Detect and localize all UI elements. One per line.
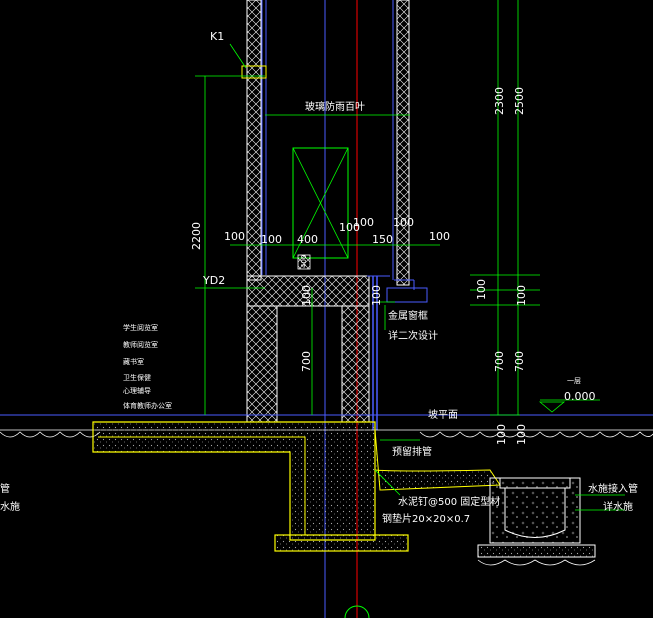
dim-700b: 700 bbox=[493, 351, 506, 372]
label-water-detail: 详水施 bbox=[603, 500, 633, 513]
dim-100k: 100 bbox=[495, 424, 508, 445]
room-2: 教师阅览室 bbox=[123, 340, 158, 349]
dim-100e: 100 bbox=[393, 216, 414, 229]
room-6: 体育教师办公室 bbox=[123, 401, 172, 410]
dim-2300: 2300 bbox=[493, 87, 506, 115]
label-slope: 坡平面 bbox=[428, 408, 458, 421]
label-drain-pipe: 预留排管 bbox=[392, 445, 432, 458]
label-second-design: 详二次设计 bbox=[388, 329, 438, 342]
mark-yd2: YD2 bbox=[202, 274, 225, 287]
room-5: 心理辅导 bbox=[123, 386, 151, 395]
dim-150: 150 bbox=[372, 233, 393, 246]
dim-700a: 700 bbox=[300, 351, 313, 372]
dim-100l: 100 bbox=[515, 424, 528, 445]
mark-k1: K1 bbox=[210, 30, 224, 43]
lower-wall bbox=[246, 275, 390, 430]
dim-100f: 100 bbox=[429, 230, 450, 243]
label-left-pipe: 管 bbox=[0, 482, 10, 495]
label-left-detail: 水施 bbox=[0, 500, 20, 513]
foundation bbox=[92, 421, 501, 552]
label-glass-louver: 玻璃防雨百叶 bbox=[305, 100, 365, 113]
room-3: 藏书室 bbox=[123, 357, 144, 366]
dim-100i: 100 bbox=[475, 279, 488, 300]
room-1: 学生阅览室 bbox=[123, 323, 158, 332]
dim-100a: 100 bbox=[224, 230, 245, 243]
room-4: 卫生保健 bbox=[123, 373, 151, 382]
dim-100c: 100 bbox=[353, 216, 374, 229]
upper-wall bbox=[229, 0, 267, 281]
dimension-lines bbox=[195, 0, 625, 511]
dim-2500: 2500 bbox=[513, 87, 526, 115]
louver-box bbox=[292, 147, 349, 270]
drain-trench bbox=[477, 477, 596, 566]
dim-100h: 100 bbox=[370, 285, 383, 306]
label-nail: 水泥钉@500 固定型材 bbox=[398, 495, 500, 508]
level-value: 0.000 bbox=[564, 390, 596, 403]
label-metal-frame: 金属窗框 bbox=[388, 309, 428, 322]
dim-100j: 100 bbox=[515, 285, 528, 306]
dim-2200: 2200 bbox=[190, 222, 203, 250]
label-water-pipe: 水施接入管 bbox=[588, 482, 638, 495]
dim-100g: 100 bbox=[300, 285, 313, 306]
dim-700c: 700 bbox=[513, 351, 526, 372]
dim-400v: 400 bbox=[300, 255, 308, 268]
dim-400: 400 bbox=[297, 233, 318, 246]
label-gasket: 钢垫片20×20×0.7 bbox=[382, 512, 470, 525]
text-layer: K1 玻璃防雨百叶 YD2 2200 100 100 400 100 100 1… bbox=[0, 30, 638, 525]
level-name: 一层 bbox=[567, 377, 581, 385]
right-wall bbox=[386, 0, 428, 303]
dim-100d: 100 bbox=[339, 221, 360, 234]
dim-100b: 100 bbox=[261, 233, 282, 246]
